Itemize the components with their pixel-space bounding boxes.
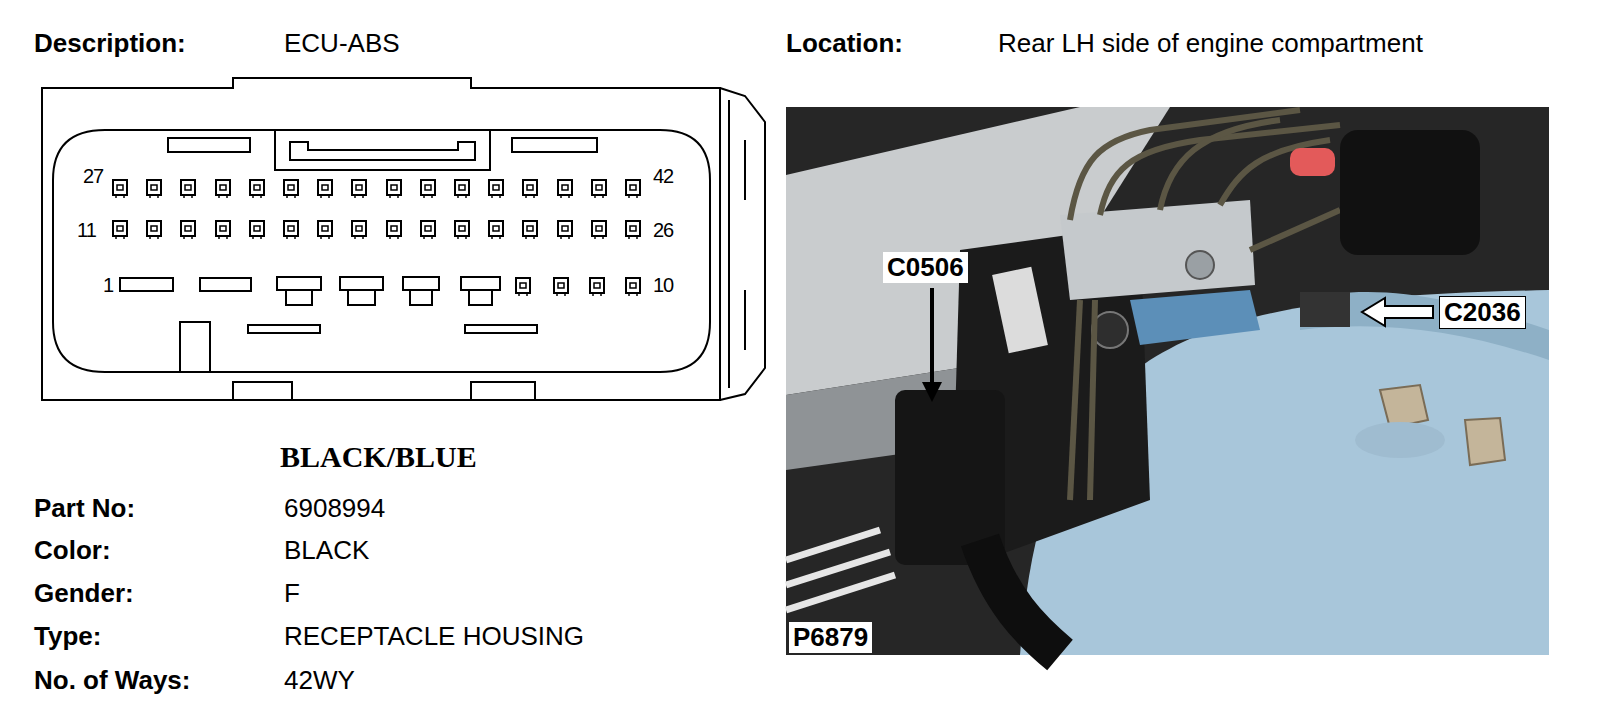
pin-number: 27 [83,166,103,186]
connector-callout: C2036 [1439,296,1526,329]
field-value: BLACK [284,535,369,566]
pin-number: 11 [77,220,96,240]
photo-illustration [786,107,1549,655]
pin-number: 10 [653,275,673,295]
field-value: F [284,578,300,609]
field-value: RECEPTACLE HOUSING [284,621,584,652]
field-name: Part No: [34,493,135,524]
field-name: Type: [34,621,101,652]
field-name: Color: [34,535,111,566]
pin-number: 26 [653,220,673,240]
field-name: Location: [786,28,903,59]
field-name: Gender: [34,578,134,609]
leader-arrows [922,288,1433,402]
field-name: No. of Ways: [34,665,190,696]
field-value: Rear LH side of engine compartment [998,28,1423,59]
pin-number: 42 [653,166,673,186]
connector-callout: C0506 [883,252,968,283]
field-name: Description: [34,28,186,59]
photo-reference: P6879 [789,622,872,653]
pin-number: 1 [103,275,113,295]
field-value: 42WY [284,665,355,696]
pin-cavities [113,180,640,305]
field-value: ECU-ABS [284,28,400,59]
connector-colour: BLACK/BLUE [280,440,477,474]
field-value: 6908994 [284,493,385,524]
connector-outline [42,78,765,400]
